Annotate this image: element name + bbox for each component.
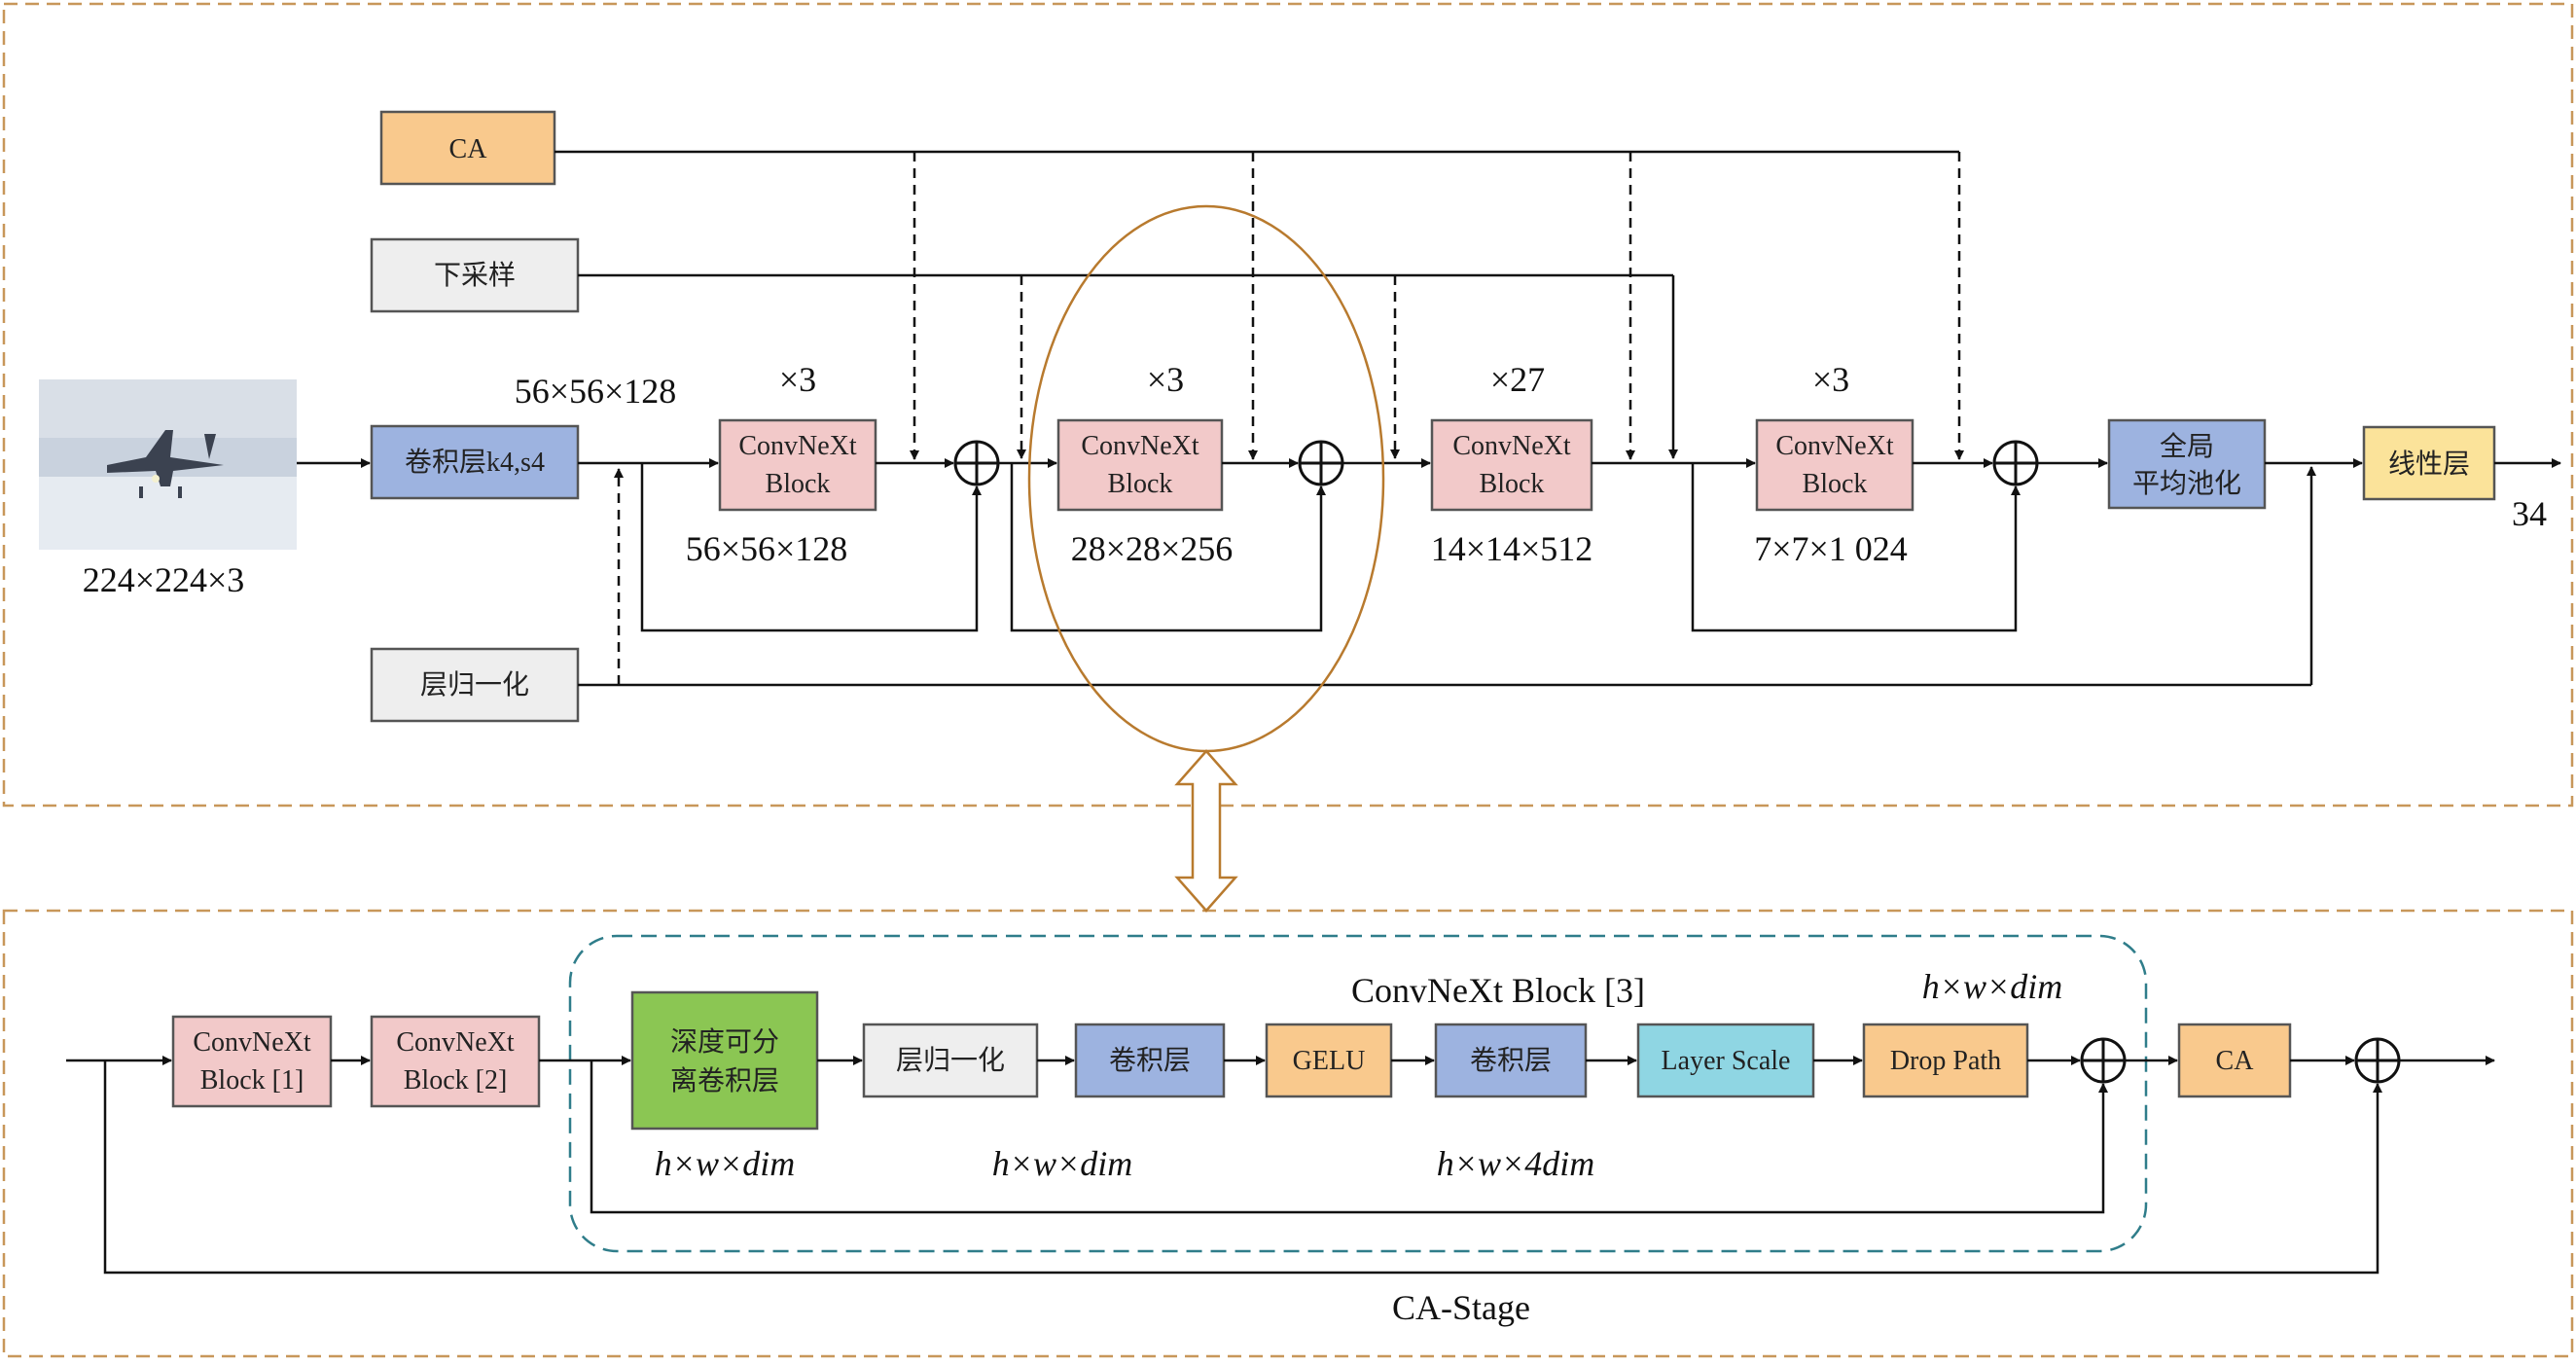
bottom-panel	[2, 909, 2574, 1358]
gap-line1: 全局	[2160, 431, 2214, 462]
sum-node-1	[953, 440, 1000, 486]
stage4-block-line2: Block	[1803, 469, 1868, 499]
ca-feed-lines	[555, 150, 1964, 460]
output-count: 34	[2512, 494, 2547, 533]
dwconv-line2: 离卷积层	[670, 1065, 779, 1096]
stage3-size: 14×14×512	[1431, 529, 1593, 568]
input-size-label: 224×224×3	[83, 560, 245, 599]
stage1-block	[718, 418, 877, 512]
downsample-box-label: 下采样	[434, 260, 516, 291]
stem-size-label: 56×56×128	[515, 372, 677, 411]
block3-container	[568, 934, 2148, 1253]
conv2-box	[1434, 1023, 1588, 1098]
top-panel	[2, 2, 2574, 808]
block3-dim-top: h×w×dim	[1922, 967, 2063, 1006]
gap-box	[2107, 418, 2267, 510]
stage3-repeat: ×27	[1490, 360, 1545, 399]
ca-box-label: CA	[449, 134, 488, 164]
input-image	[39, 379, 297, 550]
droppath-box	[1862, 1023, 2029, 1098]
conv2-label: 卷积层	[1470, 1045, 1552, 1076]
stage1-block-line2: Block	[766, 469, 831, 499]
residual-loops-top	[640, 463, 2021, 632]
layernorm-box-label: 层归一化	[420, 669, 529, 700]
dwconv-line1: 深度可分	[670, 1026, 779, 1058]
dim-label-1: h×w×dim	[655, 1144, 796, 1183]
bottom-layernorm-box	[862, 1023, 1039, 1098]
bottom-ca-box	[2177, 1023, 2292, 1098]
bottom-ca-label: CA	[2216, 1046, 2255, 1076]
stem-conv-box	[370, 424, 580, 500]
dim-label-2: h×w×dim	[992, 1144, 1133, 1183]
ca-box	[379, 110, 556, 186]
layernorm-feed-lines	[578, 466, 2316, 687]
stage2-block	[1056, 418, 1224, 512]
bottom-layernorm-label: 层归一化	[896, 1045, 1005, 1076]
droppath-label: Drop Path	[1890, 1046, 2001, 1076]
linear-label: 线性层	[2388, 449, 2470, 480]
block1-line2: Block [1]	[200, 1065, 304, 1096]
stage4-repeat: ×3	[1812, 360, 1849, 399]
stage4-size: 7×7×1 024	[1754, 529, 1908, 568]
stage2-block-line2: Block	[1108, 469, 1173, 499]
stem-conv-label: 卷积层k4,s4	[405, 447, 545, 478]
sum-node-block3	[2080, 1037, 2127, 1084]
stage2-block-line1: ConvNeXt	[1081, 431, 1199, 461]
sum-node-3	[1992, 440, 2039, 486]
stage3-block	[1430, 418, 1593, 512]
stage2-repeat: ×3	[1147, 360, 1184, 399]
conv1-box	[1074, 1023, 1226, 1098]
ca-stage-label: CA-Stage	[1392, 1288, 1530, 1327]
stage1-block-line1: ConvNeXt	[738, 431, 857, 461]
stage4-block	[1755, 418, 1914, 512]
stage2-size: 28×28×256	[1071, 529, 1234, 568]
block2-line1: ConvNeXt	[396, 1027, 515, 1058]
stage4-block-line1: ConvNeXt	[1775, 431, 1894, 461]
stage1-repeat: ×3	[779, 360, 816, 399]
downsample-feed-lines	[578, 273, 1678, 459]
dwconv-box	[630, 990, 819, 1131]
layerscale-label: Layer Scale	[1662, 1046, 1791, 1076]
stage1-size: 56×56×128	[686, 529, 848, 568]
gap-line2: 平均池化	[2132, 468, 2241, 499]
block1-line1: ConvNeXt	[193, 1027, 311, 1058]
zoom-double-arrow	[1174, 749, 1238, 913]
block2-box	[370, 1015, 541, 1108]
conv1-label: 卷积层	[1109, 1045, 1191, 1076]
dim-label-3: h×w×4dim	[1437, 1144, 1595, 1183]
stage3-block-line1: ConvNeXt	[1452, 431, 1571, 461]
stage3-block-line2: Block	[1480, 469, 1545, 499]
sum-node-2	[1298, 440, 1344, 486]
bottom-residuals	[103, 1060, 2382, 1275]
gelu-label: GELU	[1293, 1046, 1366, 1076]
linear-box	[2362, 425, 2496, 501]
sum-node-stage	[2354, 1037, 2401, 1084]
block2-line2: Block [2]	[404, 1065, 508, 1096]
block3-title: ConvNeXt Block [3]	[1351, 971, 1645, 1010]
